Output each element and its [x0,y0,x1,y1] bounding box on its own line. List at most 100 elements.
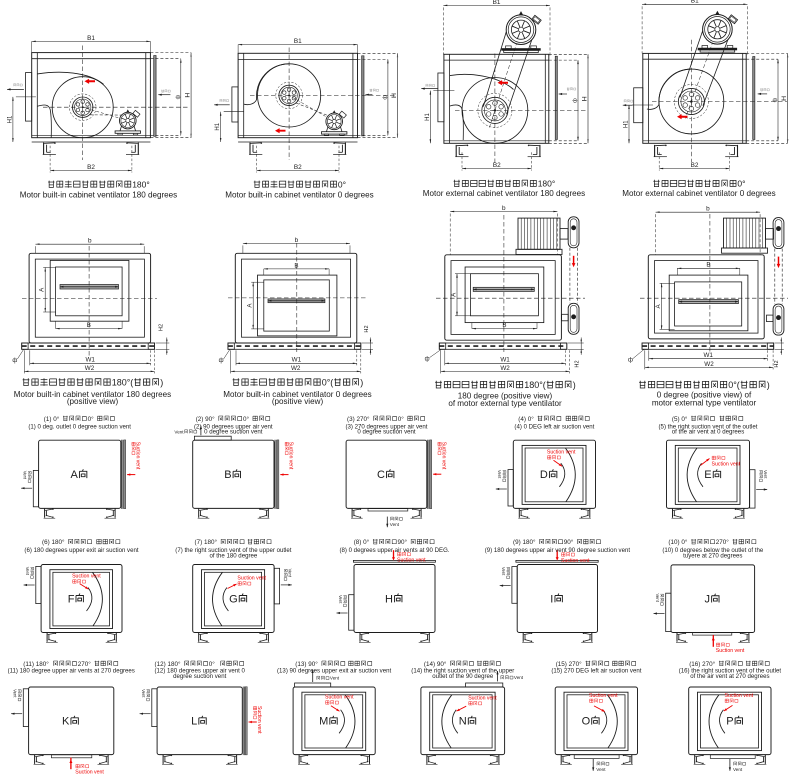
svg-text:0°: 0° [243,415,250,423]
svg-text:ф: ф [628,358,633,364]
svg-text:0 degree suction vent: 0 degree suction vent [204,429,263,436]
svg-text:(7) the right suction vent of: (7) the right suction vent of the upper … [175,547,291,554]
svg-text:ф: ф [219,358,224,364]
svg-text:(9) 180°: (9) 180° [513,538,536,546]
svg-text:180°(: 180°( [112,378,134,388]
svg-text:B2: B2 [294,164,302,171]
svg-text:(14) the right suction vent of: (14) the right suction vent of the upper [411,668,514,675]
svg-text:Vent: Vent [288,569,293,578]
svg-text:Vent: Vent [733,767,743,772]
svg-text:180°(: 180°( [524,380,546,390]
svg-text:H: H [385,593,393,605]
svg-text:N: N [459,716,467,728]
svg-text:Suction vent: Suction vent [725,693,754,699]
svg-text:Suction vent: Suction vent [134,442,140,470]
svg-text:): ) [160,378,163,388]
svg-text:Vent: Vent [763,470,768,479]
svg-text:Suction vent: Suction vent [716,648,745,654]
svg-text:0°: 0° [737,179,745,189]
svg-text:Motor built-in cabinet ventila: Motor built-in cabinet ventilator 0 degr… [225,190,373,199]
svg-text:H1: H1 [624,120,630,128]
svg-text:Suction vent: Suction vent [256,706,262,734]
svg-text:(positive view): (positive view) [67,397,119,406]
svg-text:A: A [247,303,254,308]
svg-text:W1: W1 [703,352,713,359]
svg-text:(1) 0 deg. outlet 0 degree suc: (1) 0 deg. outlet 0 degree suction vent [28,424,131,431]
svg-text:0°(: 0°( [322,378,334,388]
svg-text:H: H [185,93,192,98]
svg-text:Motor built-in cabinet ventila: Motor built-in cabinet ventilator 180 de… [20,190,177,199]
svg-text:H2: H2 [159,324,165,331]
svg-text:(2) 90 degrees upper air vent: (2) 90 degrees upper air vent [194,424,273,431]
svg-text:b: b [706,206,710,213]
svg-text:Suction vent: Suction vent [325,695,354,701]
svg-text:A: A [451,292,458,297]
svg-text:(10) 0 degrees below the outle: (10) 0 degrees below the outlet of the [662,547,764,554]
svg-text:(16) the right suction vent of: (16) the right suction vent of the outle… [679,668,782,675]
svg-text:ф: ф [382,95,388,100]
svg-text:P: P [726,716,733,728]
svg-text:(13) 90°: (13) 90° [295,660,318,668]
svg-text:W2: W2 [85,365,95,372]
svg-text:(3) 270°: (3) 270° [347,415,370,423]
svg-text:Vent: Vent [514,675,524,680]
svg-text:90°: 90° [398,538,408,546]
svg-text:(6) 180°: (6) 180° [42,538,65,546]
svg-text:(4) 0 DEG left air suction ven: (4) 0 DEG left air suction vent [514,424,594,431]
svg-text:Suction vent: Suction vent [75,770,104,774]
svg-text:A: A [71,469,79,481]
svg-text:(6) 180 degrees upper exit air: (6) 180 degrees upper exit air suction v… [24,547,138,554]
svg-text:M: M [319,716,328,728]
svg-text:(9) 180 degrees upper air vent: (9) 180 degrees upper air vent 90 degree… [485,547,631,554]
svg-text:Suction vent: Suction vent [547,450,576,456]
svg-text:A: A [39,287,46,292]
svg-text:Vent: Vent [338,595,343,604]
svg-text:K: K [62,716,70,728]
svg-text:(11) 180 degree upper air vent: (11) 180 degree upper air vents at 270 d… [8,668,135,675]
svg-text:Vent: Vent [174,429,184,434]
svg-text:W1: W1 [292,357,302,364]
svg-text:J: J [705,594,711,606]
svg-text:(2) 90°: (2) 90° [196,415,215,423]
svg-text:of motor external type ventila: of motor external type ventilator [448,399,562,408]
svg-text:ф: ф [12,358,17,364]
svg-text:B2: B2 [691,162,699,169]
svg-text:): ) [573,380,576,390]
svg-text:Motor built-in cabinet ventila: Motor built-in cabinet ventilator 180 de… [14,390,171,399]
svg-text:(10) 0°: (10) 0° [668,538,687,546]
svg-text:W2: W2 [704,361,714,368]
svg-text:Suction vent: Suction vent [561,558,590,564]
svg-text:): ) [360,378,363,388]
svg-text:H1: H1 [7,115,13,123]
svg-text:Suction vent: Suction vent [237,576,266,582]
svg-text:90°: 90° [564,538,574,546]
svg-text:(12) 180 degrees upper air ven: (12) 180 degrees upper air vent 0 [154,668,245,675]
svg-text:A: A [655,303,662,308]
svg-text:Vent: Vent [501,567,506,576]
svg-text:B: B [502,322,506,329]
svg-text:W2: W2 [500,365,510,372]
svg-text:Suction vent: Suction vent [440,442,446,470]
svg-text:B1: B1 [493,0,501,6]
svg-text:B1: B1 [294,38,302,45]
svg-text:b: b [295,237,299,244]
svg-text:Suction vent: Suction vent [72,574,101,580]
svg-text:ф: ф [773,97,779,102]
svg-text:0 degree suction vent: 0 degree suction vent [357,429,416,436]
svg-text:0°: 0° [209,660,216,668]
svg-text:0°: 0° [398,415,405,423]
svg-text:O: O [582,716,591,728]
svg-text:(1) 0°: (1) 0° [44,415,60,423]
svg-text:(5) 0°: (5) 0° [672,415,688,423]
svg-text:180°: 180° [132,179,150,189]
svg-text:(5) the right suction vent of: (5) the right suction vent of the outlet [659,424,758,431]
svg-text:0°: 0° [338,179,346,189]
svg-text:of the 180 degree: of the 180 degree [210,553,258,560]
svg-text:Vent: Vent [25,567,30,576]
svg-text:B: B [224,469,231,481]
svg-text:(7) 180°: (7) 180° [195,538,218,546]
svg-text:tuyere at 270 degrees: tuyere at 270 degrees [683,553,742,560]
svg-text:Vent: Vent [22,471,27,480]
svg-text:270°: 270° [78,660,92,668]
svg-text:W1: W1 [500,357,510,364]
